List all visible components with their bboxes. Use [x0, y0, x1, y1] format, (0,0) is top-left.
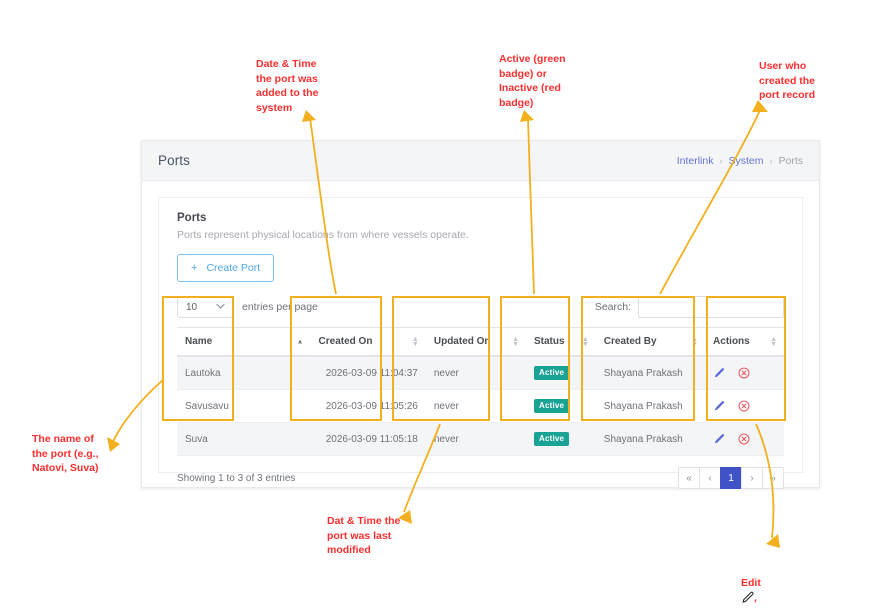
entries-per-page-label: entries per page — [242, 301, 318, 313]
create-port-button[interactable]: + Create Port — [177, 254, 275, 282]
column-header-created-by-label: Created By — [603, 336, 657, 347]
plus-icon: + — [191, 262, 198, 274]
pagination-next-button[interactable]: › — [741, 467, 763, 489]
pagination: « ‹ 1 › » — [678, 467, 784, 489]
sort-indicator-icon: ▲▼ — [411, 335, 419, 348]
disable-circle-x-icon[interactable] — [738, 400, 750, 412]
breadcrumb-separator-icon: › — [719, 155, 723, 166]
cell-name: Savusavu — [177, 389, 311, 423]
table-row[interactable]: Suva 2026-03-09 11:05:18 never Active Sh… — [177, 422, 784, 456]
cell-created-on: 2026-03-09 11:05:18 — [310, 422, 426, 456]
edit-pencil-icon[interactable] — [713, 367, 725, 379]
table-row[interactable]: Lautoka 2026-03-09 11:04:37 never Active… — [177, 356, 784, 390]
column-header-actions[interactable]: Actions ▲▼ — [705, 327, 784, 357]
column-header-created-on[interactable]: Created On ▲▼ — [310, 327, 426, 357]
disable-circle-x-icon[interactable] — [738, 433, 750, 445]
annotation-actions-line-edit: Edit , — [741, 562, 861, 606]
entries-per-page-control: 10 entries per page — [177, 296, 318, 318]
table-body: Lautoka 2026-03-09 11:04:37 never Active… — [177, 356, 784, 456]
edit-pencil-icon — [741, 591, 754, 604]
pagination-first-button[interactable]: « — [678, 467, 700, 489]
breadcrumb-separator-icon: › — [769, 155, 773, 166]
sort-indicator-icon: ▲ — [296, 338, 304, 345]
column-header-updated-on[interactable]: Updated On ▲▼ — [425, 327, 526, 357]
annotation-actions: Edit , Disable , or Restore — [741, 547, 861, 613]
breadcrumb-item-interlink[interactable]: Interlink — [676, 154, 714, 167]
search-label: Search: — [594, 301, 631, 313]
column-header-name[interactable]: Name ▲ — [177, 327, 311, 357]
page-header: Ports Interlink › System › Ports — [142, 141, 819, 181]
column-header-status-label: Status — [534, 336, 565, 347]
column-header-created-on-label: Created On — [318, 336, 373, 347]
table-header-row: Name ▲ Created On ▲▼ Updated On ▲▼ Sta — [177, 327, 784, 357]
pagination-last-button[interactable]: » — [762, 467, 784, 489]
cell-updated-on: never — [425, 422, 526, 456]
section-title: Ports — [177, 212, 207, 224]
annotation-comma: , — [754, 591, 757, 604]
cell-updated-on: never — [425, 389, 526, 423]
table-controls: 10 entries per page Search: — [177, 296, 784, 318]
annotation-created-on: Date & Time the port was added to the sy… — [256, 58, 319, 114]
status-badge: Active — [534, 366, 570, 380]
edit-pencil-icon[interactable] — [713, 433, 725, 445]
annotation-name: The name of the port (e.g., Natovi, Suva… — [32, 433, 99, 474]
create-port-button-label: Create Port — [206, 262, 261, 274]
table-footer: Showing 1 to 3 of 3 entries « ‹ 1 › » — [177, 467, 784, 489]
page-title: Ports — [158, 153, 191, 168]
cell-created-by: Shayana Prakash — [595, 422, 706, 456]
cell-actions — [705, 389, 784, 423]
pagination-page-1[interactable]: 1 — [720, 467, 742, 489]
annotation-created-by: User who created the port record — [759, 60, 816, 101]
edit-pencil-icon[interactable] — [713, 400, 725, 412]
entries-per-page-value: 10 — [186, 301, 198, 313]
disable-circle-x-icon[interactable] — [738, 367, 750, 379]
ports-panel: Ports Ports represent physical locations… — [158, 197, 803, 489]
column-header-status[interactable]: Status ▲▼ — [526, 327, 596, 357]
cell-created-on: 2026-03-09 11:05:26 — [310, 389, 426, 423]
column-header-created-by[interactable]: Created By ▲▼ — [595, 327, 706, 357]
cell-actions — [705, 422, 784, 456]
sort-indicator-icon: ▲▼ — [581, 335, 589, 348]
cell-created-on: 2026-03-09 11:04:37 — [310, 356, 426, 390]
showing-entries-text: Showing 1 to 3 of 3 entries — [177, 472, 296, 484]
cell-status: Active — [526, 389, 596, 423]
sort-indicator-icon: ▲▼ — [691, 335, 699, 348]
status-badge: Active — [534, 399, 570, 413]
cell-status: Active — [526, 356, 596, 390]
column-header-updated-on-label: Updated On — [433, 336, 491, 347]
chevron-down-icon — [216, 302, 225, 312]
pagination-prev-button[interactable]: ‹ — [699, 467, 721, 489]
row-action-group — [713, 433, 776, 445]
table-row[interactable]: Savusavu 2026-03-09 11:05:26 never Activ… — [177, 389, 784, 423]
search-input[interactable] — [638, 296, 784, 318]
sort-indicator-icon: ▲▼ — [512, 335, 519, 348]
cell-created-by: Shayana Prakash — [595, 389, 706, 423]
cell-updated-on: never — [425, 356, 526, 390]
cell-created-by: Shayana Prakash — [595, 356, 706, 390]
row-action-group — [713, 400, 776, 412]
column-header-actions-label: Actions — [713, 336, 750, 347]
sort-indicator-icon: ▲▼ — [770, 335, 777, 348]
search-control: Search: — [595, 296, 784, 318]
ports-application-window: Ports Interlink › System › Ports Ports P… — [141, 140, 820, 489]
cell-actions — [705, 356, 784, 390]
chevron-down-glyph — [216, 303, 225, 309]
breadcrumb-item-ports: Ports — [778, 154, 803, 167]
status-badge: Active — [534, 432, 570, 446]
section-description: Ports represent physical locations from … — [177, 229, 469, 241]
cell-name: Lautoka — [177, 356, 311, 390]
cell-status: Active — [526, 422, 596, 456]
column-header-name-label: Name — [185, 336, 213, 347]
annotation-status: Active (green badge) or Inactive (red ba… — [499, 53, 566, 109]
entries-per-page-select[interactable]: 10 — [177, 296, 233, 318]
annotation-edit-label: Edit — [741, 577, 761, 589]
annotation-updated-on: Dat & Time the port was last modified — [327, 515, 401, 556]
row-action-group — [713, 367, 776, 379]
ports-table: Name ▲ Created On ▲▼ Updated On ▲▼ Sta — [177, 327, 784, 456]
cell-name: Suva — [177, 422, 311, 456]
breadcrumb-item-system[interactable]: System — [728, 154, 764, 167]
breadcrumb: Interlink › System › Ports — [677, 155, 803, 167]
